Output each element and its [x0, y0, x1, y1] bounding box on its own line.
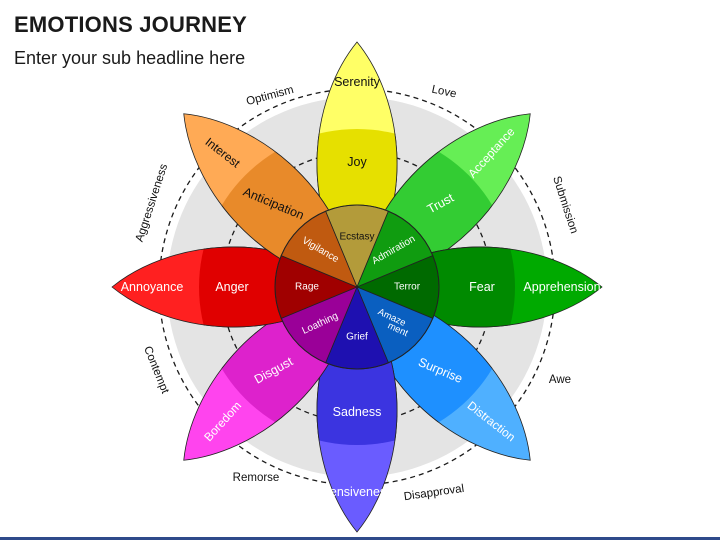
- dyad-aggressiveness: Aggressiveness: [134, 162, 171, 243]
- bottom-accent-bar: [0, 537, 720, 540]
- label-outer-blue: Pensiveness: [322, 485, 393, 499]
- label-inner-red: Rage: [295, 282, 319, 293]
- label-middle-blue: Sadness: [333, 405, 382, 419]
- label-inner-darkgreen: Terror: [394, 282, 421, 293]
- wheel-petals: [111, 41, 603, 533]
- dyad-awe: Awe: [549, 374, 571, 386]
- inner-core: [274, 204, 440, 370]
- label-outer-red: Annoyance: [121, 280, 184, 294]
- page-title: EMOTIONS JOURNEY: [14, 12, 248, 37]
- label-middle-darkgreen: Fear: [469, 280, 495, 294]
- label-outer-darkgreen: Apprehension: [523, 280, 600, 294]
- page-subtitle: Enter your sub headline here: [14, 48, 246, 68]
- label-inner-yellow: Ecstasy: [339, 232, 374, 243]
- dyad-contempt: Contempt: [141, 345, 171, 396]
- dyad-love: Love: [431, 84, 458, 101]
- dyad-optimism: Optimism: [245, 84, 295, 108]
- dyad-submission: Submission: [550, 175, 580, 235]
- label-outer-yellow: Serenity: [334, 75, 381, 89]
- label-middle-red: Anger: [215, 280, 248, 294]
- dyad-disapproval: Disapproval: [403, 483, 465, 503]
- label-inner-blue: Grief: [346, 332, 368, 343]
- label-middle-yellow: Joy: [347, 155, 367, 169]
- dyad-remorse: Remorse: [233, 472, 280, 484]
